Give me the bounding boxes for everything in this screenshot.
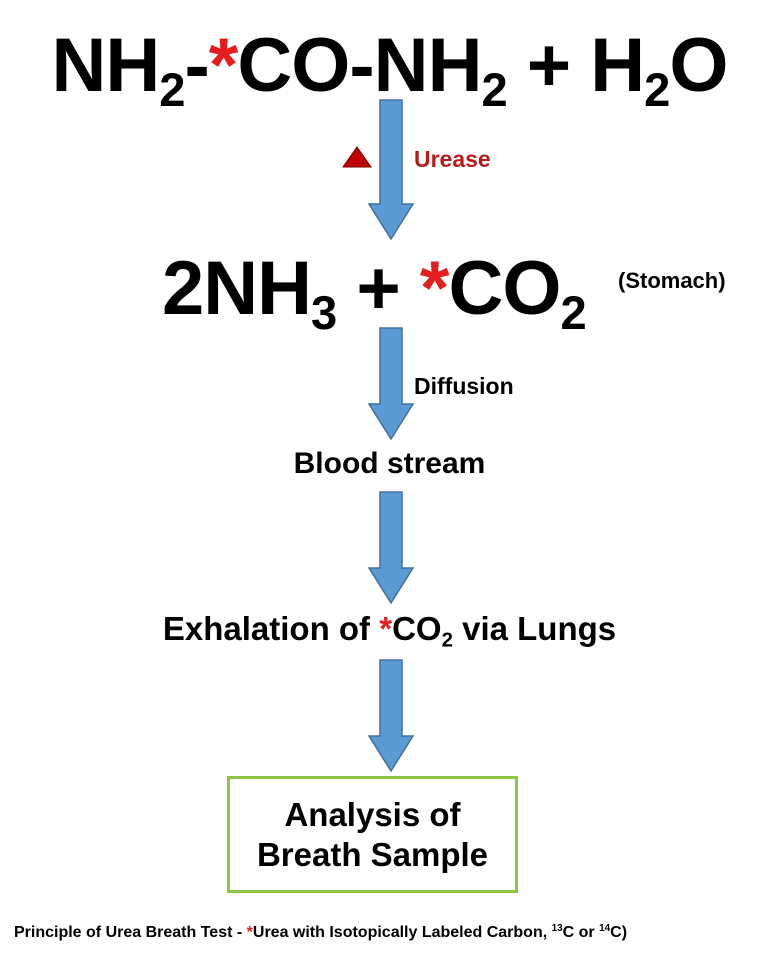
breath-analysis-box: Analysis of Breath Sample bbox=[227, 776, 518, 893]
caption-sup: 14 bbox=[599, 923, 611, 935]
urease-label: Urease bbox=[414, 146, 491, 172]
exhalation-sub: 2 bbox=[441, 628, 453, 652]
exhalation-node: Exhalation of *CO2 via Lungs bbox=[0, 610, 779, 650]
eq1-sub: 2 bbox=[481, 63, 507, 117]
caption-text: Principle of Urea Breath Test - bbox=[14, 924, 247, 941]
eq2-co: CO bbox=[448, 246, 561, 331]
arrow-down-1 bbox=[367, 99, 415, 241]
eq2-2nh: 2NH bbox=[162, 246, 312, 331]
label-marker-star: * bbox=[246, 924, 253, 941]
figure-caption: Principle of Urea Breath Test - *Urea wi… bbox=[14, 924, 627, 942]
eq2-sub: 2 bbox=[560, 286, 586, 340]
caption-sup: 13 bbox=[551, 923, 563, 935]
eq1-plus-h: + H bbox=[506, 23, 645, 108]
eq1-sub: 2 bbox=[644, 63, 670, 117]
eq1-dash: - bbox=[184, 23, 209, 108]
blood-stream-node: Blood stream bbox=[293, 447, 486, 480]
arrow-down-4 bbox=[367, 659, 415, 773]
label-marker-star: * bbox=[379, 610, 393, 647]
eq2-plus: + bbox=[336, 246, 420, 331]
products-equation: 2NH3 + *CO2 bbox=[162, 245, 587, 336]
box-line-1: Analysis of bbox=[284, 796, 461, 833]
label-marker-star: * bbox=[208, 23, 239, 108]
eq1-sub: 2 bbox=[159, 63, 185, 117]
eq1-conh: CO-NH bbox=[237, 23, 482, 108]
diffusion-label: Diffusion bbox=[414, 373, 514, 399]
eq1-nh: NH bbox=[51, 23, 161, 108]
caption-text: C or bbox=[562, 924, 600, 941]
arrow-down-3 bbox=[367, 491, 415, 605]
stomach-label: (Stomach) bbox=[618, 268, 726, 293]
exhalation-co: CO bbox=[392, 610, 442, 647]
box-line-2: Breath Sample bbox=[256, 836, 489, 873]
eq2-sub: 3 bbox=[311, 286, 337, 340]
label-marker-star: * bbox=[419, 246, 450, 331]
arrow-down-2 bbox=[367, 327, 415, 441]
eq1-o: O bbox=[669, 23, 728, 108]
caption-text: C) bbox=[610, 924, 628, 941]
caption-text: Urea with Isotopically Labeled Carbon, bbox=[252, 924, 552, 941]
exhalation-lungs: via Lungs bbox=[452, 610, 617, 647]
heat-triangle-icon bbox=[342, 146, 372, 168]
exhalation-text: Exhalation of bbox=[162, 610, 380, 647]
urea-hydrolysis-equation: NH2-*CO-NH2 + H2O bbox=[0, 22, 779, 113]
